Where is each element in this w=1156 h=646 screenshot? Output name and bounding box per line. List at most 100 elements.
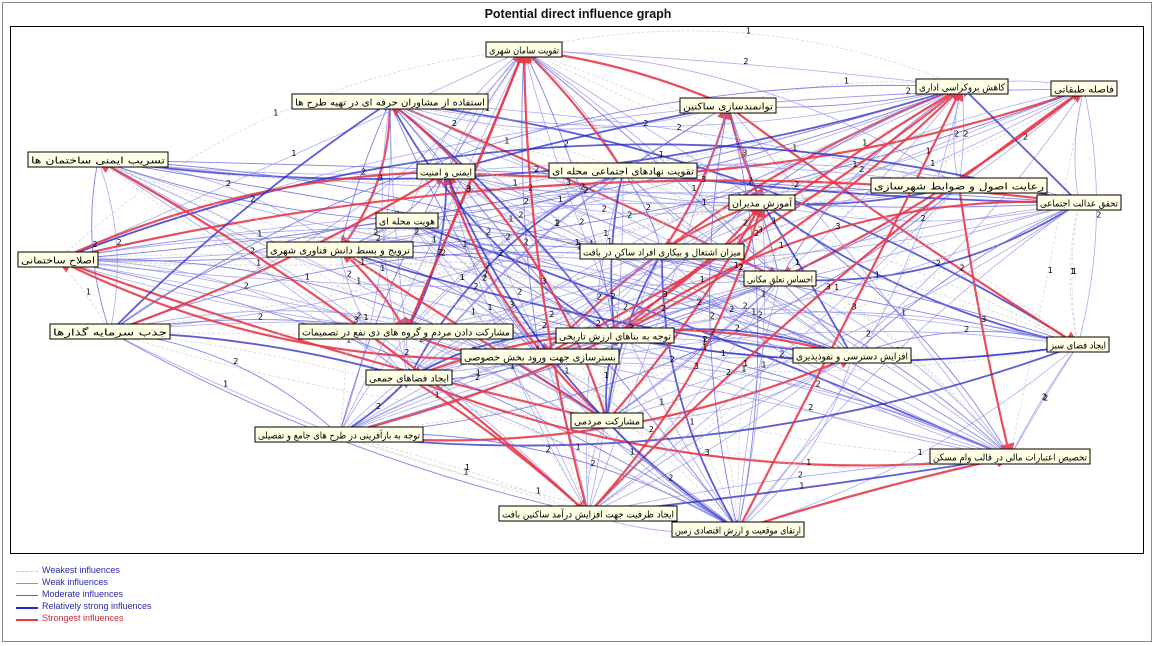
edge-n24-n4: [606, 86, 963, 422]
edge-weight-label: 2: [729, 305, 734, 314]
node-n5[interactable]: فاصله طبقاتی: [1050, 80, 1118, 97]
edge-weight-label: 1: [476, 369, 481, 378]
node-label: توانمندسازی ساکنین: [683, 102, 773, 113]
edge-n19-n6: [97, 159, 616, 337]
node-n7[interactable]: ایمنی و امنیت: [416, 163, 476, 180]
legend-line-swatch: [16, 583, 38, 584]
node-n26[interactable]: تخصیص اعتبارات مالی در قالب وام مسکن: [929, 448, 1091, 465]
node-n9[interactable]: آموزش مدیران: [728, 194, 796, 211]
edge-weight-label: 2: [1042, 393, 1047, 402]
edge-n27-n9: [587, 200, 766, 515]
edge-weight-label: 2: [726, 368, 731, 377]
edge-weight-label: 2: [963, 130, 968, 139]
edge-n8-n28: [622, 170, 739, 531]
node-n15[interactable]: اصلاح ساختمانی: [17, 251, 99, 268]
edge-weight-label: 1: [558, 195, 563, 204]
node-box: [498, 505, 678, 522]
node-n13[interactable]: ترویج و بسط دانش فناوری شهری: [266, 241, 414, 258]
edge-weight-label: 1: [741, 364, 746, 373]
node-box: [17, 251, 99, 268]
edge-n10-n25: [338, 185, 960, 438]
node-n18[interactable]: مشارکت دادن مردم و گروه های ذی نفع در تص…: [298, 323, 514, 340]
edge-weight-label: 1: [471, 307, 476, 316]
edge-n14-n26: [661, 251, 1011, 458]
node-n4[interactable]: کاهش بروکراسی اداری: [915, 78, 1009, 95]
node-n23[interactable]: ایجاد فضاهای جمعی: [365, 369, 453, 386]
edge-n20-n28: [539, 356, 739, 531]
edge-weight-label: 2: [597, 293, 602, 302]
edge-n28-n9: [737, 202, 765, 531]
node-n8[interactable]: تقویت نهادهای اجتماعی محله ای: [548, 162, 698, 179]
edge-weight-label: 1: [852, 160, 857, 169]
node-n17[interactable]: جذب سرمایه گذارها: [49, 323, 171, 340]
edge-weight-label: 2: [646, 203, 651, 212]
node-n11[interactable]: تحقق عدالت اجتماعی: [1036, 194, 1122, 211]
edge-n25-n22: [338, 331, 1079, 436]
node-n28[interactable]: ارتقای موقعیت و ارزش اقتصادی زمین: [671, 521, 805, 538]
graph-title: Potential direct influence graph: [484, 7, 672, 21]
edge-n5-n26: [1009, 88, 1085, 458]
edge-n11-n5: [1074, 88, 1085, 204]
edge-weight-label: 2: [739, 263, 744, 272]
node-label: تقویت نهادهای اجتماعی محله ای: [552, 167, 694, 178]
legend-label: Moderate influences: [42, 589, 124, 599]
node-n12[interactable]: هویت محله ای: [375, 212, 439, 229]
edge-weight-label: 2: [441, 249, 446, 258]
node-n1[interactable]: تقویت سامان شهری: [485, 41, 563, 58]
edge-weight-label: 1: [834, 283, 839, 292]
node-label: ایجاد ظرفیت جهت افزایش درآمد ساکنین بافت: [502, 508, 674, 521]
edge-weight-label: 2: [475, 373, 480, 382]
edge-n21-n11: [851, 202, 1080, 357]
edge-weight-label: 1: [564, 367, 569, 376]
edge-weight-label: 2: [668, 474, 673, 483]
edge-n7-n26: [445, 171, 1011, 458]
node-n3[interactable]: توانمندسازی ساکنین: [679, 97, 777, 114]
edge-n22-n25: [337, 344, 1079, 447]
node-label: ایمنی و امنیت: [420, 168, 472, 179]
edge-weight-label: 2: [906, 87, 911, 96]
edge-weight-label: 2: [437, 248, 442, 257]
edge-n25-n16: [338, 278, 781, 436]
edge-weight-label: 2: [518, 210, 523, 219]
node-n6[interactable]: تسریب ایمنی ساختمان ها: [27, 151, 169, 168]
edge-weight-label: 1: [513, 179, 518, 188]
edge-n17-n7: [109, 170, 448, 334]
node-n16[interactable]: احساس تعلق مکانی: [743, 270, 817, 287]
node-n2[interactable]: استفاده از مشاوران حرفه ای در تهیه طرح ه…: [291, 93, 489, 110]
node-box: [365, 369, 453, 386]
edge-n24-n15: [57, 257, 608, 422]
edge-n28-n23: [408, 377, 739, 531]
edge-n25-n19: [338, 335, 616, 436]
edge-n4-n1: [523, 30, 963, 88]
edge-n1-n25: [338, 49, 525, 436]
edge-weight-label: 2: [964, 325, 969, 334]
edge-n27-n3: [587, 105, 729, 515]
edge-n4-n2: [389, 86, 963, 127]
node-n24[interactable]: مشارکت مردمی: [570, 412, 644, 429]
node-n19[interactable]: توجه به بناهای ارزش تاریخی: [555, 327, 675, 344]
edge-n15-n1: [57, 49, 525, 261]
edge-weight-label: 3: [353, 316, 358, 325]
node-n22[interactable]: ایجاد فضای سبز: [1046, 336, 1110, 353]
edge-n8-n25: [338, 170, 624, 436]
edge-weight-label: 1: [575, 238, 580, 247]
node-n20[interactable]: بسترسازی جهت ورود بخش خصوصی: [460, 348, 620, 365]
edge-n25-n9: [338, 202, 763, 436]
edge-n16-n3: [726, 105, 781, 280]
edge-weight-label: 2: [602, 205, 607, 214]
edge-n6-n17: [97, 159, 118, 333]
edge-weight-label: 3: [852, 302, 857, 311]
node-label: میزان اشتغال و بیکاری افراد ساکن در بافت: [583, 248, 741, 259]
node-n25[interactable]: توجه به بازآفرینی در طرح های جامع و تفصی…: [254, 426, 424, 443]
node-n10[interactable]: رعایت اصول و ضوابط شهرسازی: [870, 177, 1048, 194]
node-n21[interactable]: افزایش دسترسی و نفوذپذیری: [792, 347, 912, 364]
edge-weight-label: 1: [779, 241, 784, 250]
node-n14[interactable]: میزان اشتغال و بیکاری افراد ساکن در بافت: [579, 243, 745, 260]
node-box: [579, 243, 745, 260]
node-label: جذب سرمایه گذارها: [53, 327, 167, 339]
edge-weight-label: 1: [223, 380, 228, 389]
node-n27[interactable]: ایجاد ظرفیت جهت افزایش درآمد ساکنین بافت: [498, 505, 678, 522]
edge-n12-n24: [406, 220, 608, 422]
edge-n10-n7: [445, 163, 960, 187]
edge-n20-n24: [539, 356, 608, 422]
